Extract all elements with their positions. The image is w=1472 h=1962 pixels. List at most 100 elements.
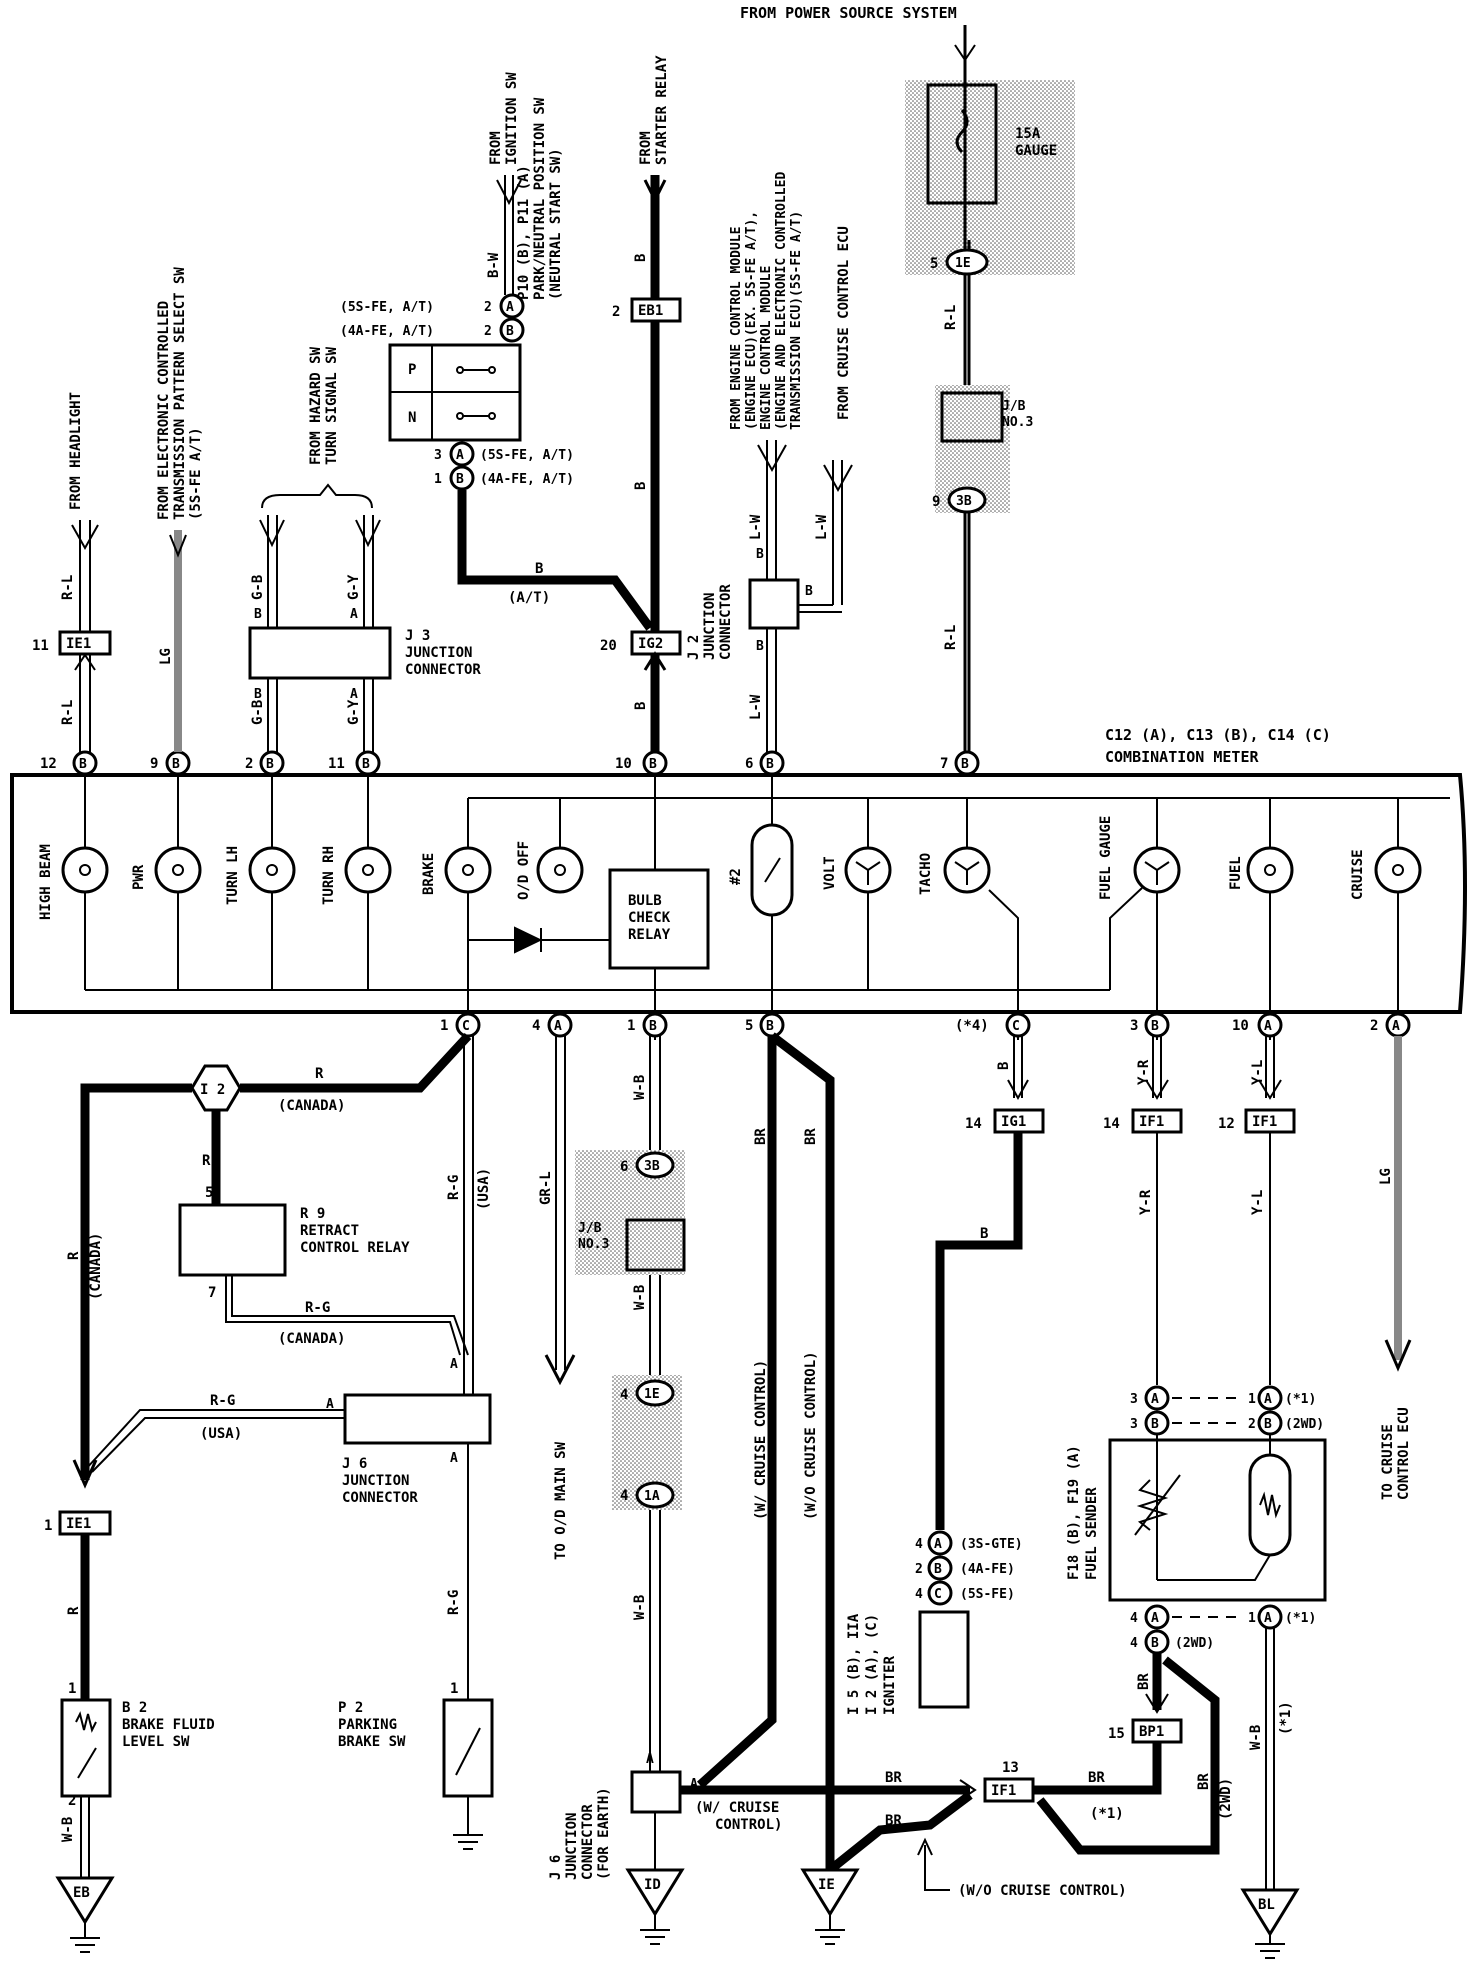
svg-text:P: P	[408, 362, 416, 378]
svg-text:4: 4	[620, 1488, 628, 1504]
svg-text:B: B	[506, 324, 514, 339]
svg-text:B-W: B-W	[486, 252, 502, 278]
svg-text:PARKING: PARKING	[338, 1717, 397, 1733]
svg-text:7: 7	[208, 1285, 216, 1301]
svg-text:2: 2	[1370, 1018, 1378, 1034]
svg-text:10: 10	[1232, 1018, 1249, 1034]
svg-text:BR: BR	[1196, 1773, 1212, 1790]
svg-text:R 9: R 9	[300, 1206, 325, 1222]
svg-text:A: A	[1151, 1392, 1159, 1407]
svg-text:(5S-FE, A/T): (5S-FE, A/T)	[480, 448, 574, 463]
svg-text:7: 7	[940, 756, 948, 772]
svg-text:B: B	[172, 757, 180, 772]
p2-parking-brake-sw	[442, 1698, 494, 1798]
svg-text:BR: BR	[1088, 1770, 1105, 1786]
ground-id: ID	[625, 1868, 685, 1945]
svg-text:FROM CRUISE CONTROL ECU: FROM CRUISE CONTROL ECU	[836, 226, 852, 420]
svg-text:B: B	[766, 1019, 774, 1034]
svg-text:IGNITION SW: IGNITION SW	[504, 72, 520, 165]
svg-text:B: B	[633, 482, 649, 490]
svg-text:1: 1	[1248, 1392, 1256, 1407]
connector-1e-top-label: 1E	[955, 256, 971, 271]
svg-text:2: 2	[245, 756, 253, 772]
svg-text:(W/ CRUISE: (W/ CRUISE	[695, 1800, 779, 1816]
svg-text:PARK/NEUTRAL POSITION SW: PARK/NEUTRAL POSITION SW	[532, 97, 548, 300]
svg-text:FUEL SENDER: FUEL SENDER	[1084, 1487, 1100, 1580]
svg-text:FROM HAZARD SW: FROM HAZARD SW	[308, 346, 324, 465]
svg-text:1: 1	[68, 1681, 76, 1697]
bulb-check-relay	[608, 868, 710, 970]
svg-text:(4A-FE): (4A-FE)	[960, 1562, 1015, 1577]
connector-3b-top-label: 3B	[956, 494, 972, 509]
svg-text:TURN RH: TURN RH	[321, 846, 337, 905]
ignition-source: FROM IGNITION SW B-W	[486, 72, 522, 295]
svg-text:R-G: R-G	[446, 1590, 462, 1615]
svg-text:C: C	[1012, 1019, 1020, 1034]
svg-text:3: 3	[1130, 1018, 1138, 1034]
connector-1e-top	[945, 248, 989, 276]
headlight-source: FROM HEADLIGHT R-L R-L IE1 11	[32, 392, 112, 752]
svg-text:J 6: J 6	[342, 1456, 367, 1472]
svg-text:A: A	[690, 1777, 698, 1792]
svg-text:P 2: P 2	[338, 1700, 363, 1716]
svg-text:J 6: J 6	[548, 1855, 564, 1880]
svg-text:CONNECTOR: CONNECTOR	[342, 1490, 418, 1506]
svg-text:B: B	[254, 687, 262, 702]
svg-text:(FOR EARTH): (FOR EARTH)	[596, 1787, 612, 1880]
j6-connector-a	[343, 1393, 492, 1445]
svg-text:A: A	[450, 1357, 458, 1372]
svg-text:IE1: IE1	[66, 636, 91, 652]
svg-text:4: 4	[620, 1387, 628, 1403]
svg-text:I 2: I 2	[200, 1082, 225, 1098]
svg-text:EB1: EB1	[638, 303, 663, 319]
svg-text:B: B	[1151, 1417, 1159, 1432]
j2-connector	[748, 578, 800, 630]
svg-text:12: 12	[40, 756, 57, 772]
meter-bottom-pins: C 1 A 4 B 1 B 5 C (*4) B 3 A 10 A 2	[440, 1012, 1411, 1038]
svg-text:11: 11	[328, 756, 345, 772]
svg-text:IF1: IF1	[1252, 1114, 1277, 1130]
svg-text:C: C	[934, 1587, 942, 1602]
svg-text:11: 11	[32, 638, 49, 654]
svg-text:B: B	[362, 757, 370, 772]
svg-text:(2WD): (2WD)	[1175, 1636, 1214, 1651]
svg-text:A: A	[1264, 1611, 1272, 1626]
fuse-label-1: 15A	[1015, 126, 1041, 142]
gauge-fuel: FUEL	[1228, 798, 1294, 1040]
svg-text:(2WD): (2WD)	[1285, 1417, 1324, 1432]
svg-text:R-L: R-L	[60, 575, 76, 600]
svg-text:G-Y: G-Y	[346, 574, 362, 600]
od-main-wire: GR-L TO O/D MAIN SW	[538, 1036, 576, 1560]
svg-text:1: 1	[627, 1018, 635, 1034]
svg-text:10: 10	[615, 756, 632, 772]
diode-icon	[514, 926, 543, 954]
svg-text:IF1: IF1	[1139, 1114, 1164, 1130]
svg-text:I 5 (B), IIA: I 5 (B), IIA	[846, 1613, 862, 1715]
svg-text:(4A-FE, A/T): (4A-FE, A/T)	[480, 472, 574, 487]
starter-source: FROM STARTER RELAY B B B EB1 2 IG2 20	[600, 55, 682, 752]
svg-text:BL: BL	[1258, 1897, 1275, 1913]
svg-text:R-G: R-G	[446, 1175, 462, 1200]
svg-text:B: B	[805, 584, 813, 599]
svg-text:1: 1	[1248, 1611, 1256, 1626]
svg-text:(3S-GTE): (3S-GTE)	[960, 1537, 1023, 1552]
svg-text:F18 (B), F19 (A): F18 (B), F19 (A)	[1066, 1445, 1082, 1580]
svg-text:HIGH BEAM: HIGH BEAM	[38, 844, 54, 920]
ground-parking	[453, 1834, 483, 1850]
wire-b-at: B	[535, 561, 543, 577]
svg-text:(CANADA): (CANADA)	[278, 1098, 345, 1114]
svg-text:3: 3	[1130, 1392, 1138, 1407]
svg-text:BRAKE FLUID: BRAKE FLUID	[122, 1717, 215, 1733]
svg-text:(*1): (*1)	[1278, 1701, 1294, 1735]
jb3-upper-label-2: NO.3	[1002, 415, 1033, 430]
svg-text:A: A	[326, 1397, 334, 1412]
svg-text:P10 (B), P11 (A): P10 (B), P11 (A)	[516, 165, 532, 300]
fuel-sender-circuit: Y-R IF1 14 Y-R Y-L IF1 12 Y-L A B A B 33…	[1033, 1036, 1327, 1890]
svg-text:6: 6	[620, 1159, 628, 1175]
svg-text:(CANADA): (CANADA)	[278, 1331, 345, 1347]
svg-text:JUNCTION: JUNCTION	[702, 593, 718, 660]
note-at: (A/T)	[508, 590, 550, 606]
svg-text:3: 3	[434, 448, 442, 463]
svg-text:CONNECTOR: CONNECTOR	[580, 1804, 596, 1880]
svg-text:4: 4	[1130, 1611, 1138, 1626]
